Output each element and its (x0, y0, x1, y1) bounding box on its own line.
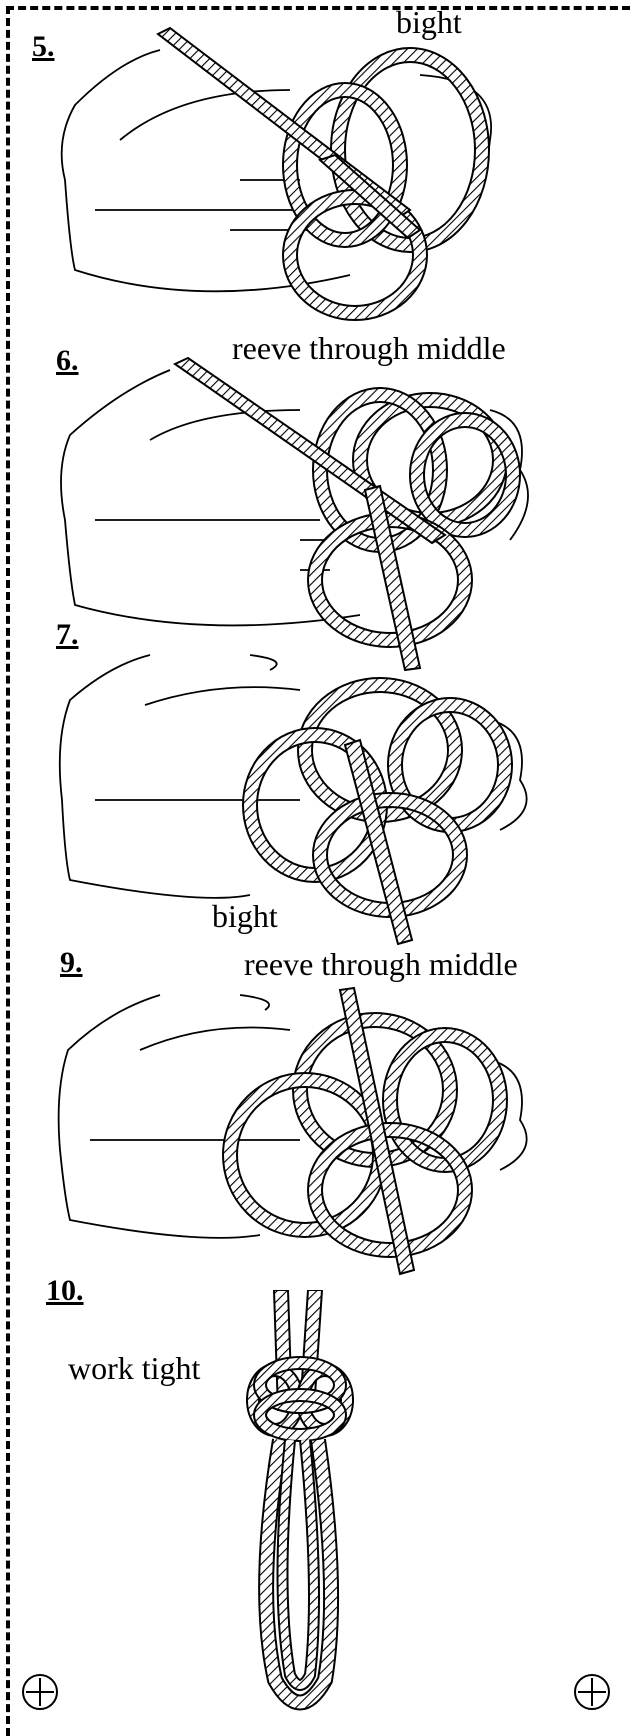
hand-with-rope-illustration (0, 350, 637, 680)
registration-mark-icon (572, 1672, 612, 1712)
hand-with-rope-illustration (0, 980, 637, 1280)
hand-with-rope-illustration (0, 640, 637, 945)
step-number: 9. (60, 946, 83, 980)
step-caption: reeve through middle (244, 946, 518, 983)
hand-with-rope-illustration (0, 20, 637, 340)
finished-knot-illustration (0, 1290, 637, 1730)
registration-mark-icon (20, 1672, 60, 1712)
